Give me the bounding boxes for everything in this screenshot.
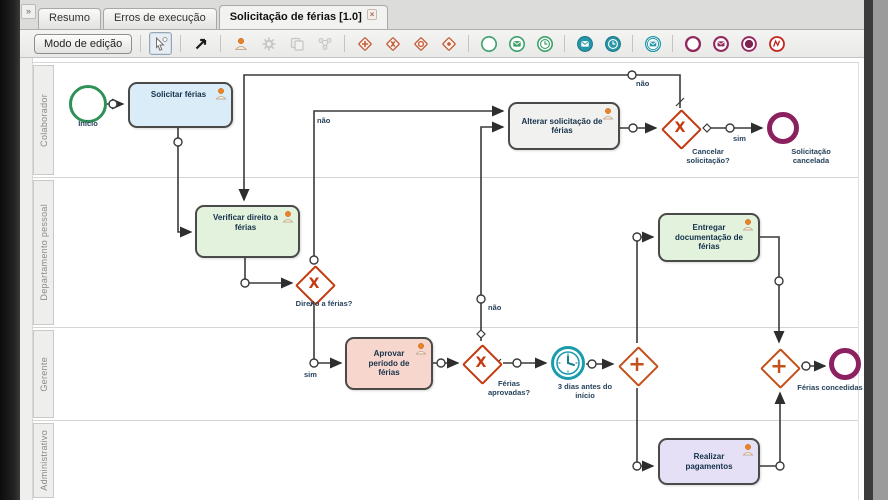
user-icon [415,342,427,358]
end-event-solicitacao-cancelada[interactable] [767,112,799,144]
gateway-cancelar-label: Cancelar solicitação? [686,147,730,165]
timer-event-label: 3 dias antes do início [557,382,613,400]
boundary-message-event-icon[interactable] [641,32,664,55]
settings-gear-icon [257,32,280,55]
end-event-ferias-concedidas[interactable] [829,348,861,380]
task-alterar-solicitacao-de-ferias[interactable]: Alterar solicitação de férias [508,102,620,150]
direct-edit-arrow-icon[interactable] [189,32,212,55]
top-strip [20,0,864,6]
task-label: Realizar pagamentos [685,452,733,471]
end-cancelada-label: Solicitação cancelada [791,147,831,165]
error-event-icon[interactable] [765,32,788,55]
human-task-icon[interactable] [229,32,252,55]
user-icon [742,218,754,234]
end-concedidas-label: Férias concedidas [797,383,863,392]
toolbar: Modo de edição [20,30,864,58]
gateway-parallel-join[interactable]: + [759,347,802,390]
window-left-edge [0,0,20,500]
separator [564,35,566,52]
task-verificar-direito-a-ferias[interactable]: Verificar direito a férias [195,205,300,258]
link-tool-icon [313,32,336,55]
tab-label: Solicitação de férias [1.0] [229,11,362,23]
timer-event[interactable] [549,344,587,387]
lane-header-colaborador[interactable]: Colaborador [33,65,54,175]
intermediate-message-event-icon[interactable] [573,32,596,55]
separator [632,35,634,52]
gateway-ferias-aprovadas[interactable]: X [461,343,504,386]
selection-tool-icon[interactable] [149,32,173,55]
lane-header-departamento-pessoal[interactable]: Departamento pessoal [33,180,54,325]
separator [180,35,182,52]
task-aprovar-periodo-de-ferias[interactable]: Aprovar período de férias [345,337,433,390]
intermediate-timer-event-icon[interactable] [601,32,624,55]
lane-label: Administrativo [38,430,49,491]
user-icon [602,107,614,123]
gateway-aprovadas-label: Férias aprovadas? [487,379,531,397]
label-nao-cancelar: não [636,79,650,88]
task-label: Alterar solicitação de férias [521,116,603,136]
lane-header-gerente[interactable]: Gerente [33,330,54,418]
lane-gerente: Gerente [32,327,858,420]
start-timer-event-icon[interactable] [533,32,556,55]
gateway-direito-a-ferias[interactable]: X [294,264,337,307]
user-icon [742,443,754,459]
lane-label: Departamento pessoal [38,204,49,301]
task-label: Entregar documentação de férias [674,223,743,252]
user-icon [215,87,227,103]
end-message-event-icon[interactable] [709,32,732,55]
start-event-inicio[interactable] [69,85,107,123]
label-sim-cancelar: sim [733,134,746,143]
separator [468,35,470,52]
label-nao-direito: não [317,116,331,125]
gateway-inclusive-icon[interactable] [409,32,432,55]
tab-solicitacao-de-ferias[interactable]: Solicitação de férias [1.0] × [218,5,389,29]
task-label: Verificar direito a férias [213,213,278,232]
lane-header-administrativo[interactable]: Administrativo [33,423,54,498]
edit-mode-button[interactable]: Modo de edição [34,33,133,54]
task-realizar-pagamentos[interactable]: Realizar pagamentos [658,438,760,485]
label-sim-direito: sim [304,370,317,379]
panel-expander-icon[interactable]: » [21,4,36,19]
label-nao-aprovadas: não [488,303,502,312]
separator [344,35,346,52]
task-label: Solicitar férias [150,90,207,99]
separator [140,35,142,52]
separator [672,35,674,52]
start-message-event-icon[interactable] [505,32,528,55]
tab-close-icon[interactable]: × [366,9,378,20]
window-right-edge [864,0,873,500]
lane-colaborador: Colaborador [32,62,858,177]
lane-administrativo: Administrativo [32,420,858,500]
start-event-label: Início [78,119,98,128]
gateway-cancelar-solicitacao[interactable]: X [660,108,703,151]
gateway-parallel-split[interactable]: + [617,345,660,388]
gateway-direito-label: Direito a férias? [295,299,353,308]
tab-resumo[interactable]: Resumo [38,8,101,29]
copy-icon [285,32,308,55]
task-label: Aprovar período de férias [368,349,410,378]
task-solicitar-ferias[interactable]: Solicitar férias [128,82,233,128]
tab-bar: Resumo Erros de execução Solicitação de … [20,5,864,30]
pool-right-border [858,62,859,500]
gateway-complex-icon[interactable] [437,32,460,55]
left-collapsed-panel [20,58,33,500]
end-event-icon[interactable] [681,32,704,55]
gateway-exclusive-icon[interactable] [381,32,404,55]
user-icon [282,210,294,226]
lane-label: Colaborador [38,93,49,147]
separator [220,35,222,52]
lane-label: Gerente [38,356,49,392]
tab-erros-de-execucao[interactable]: Erros de execução [102,8,217,29]
start-event-icon[interactable] [477,32,500,55]
task-entregar-documentacao-de-ferias[interactable]: Entregar documentação de férias [658,213,760,262]
terminate-event-icon[interactable] [737,32,760,55]
gateway-parallel-icon[interactable] [353,32,376,55]
